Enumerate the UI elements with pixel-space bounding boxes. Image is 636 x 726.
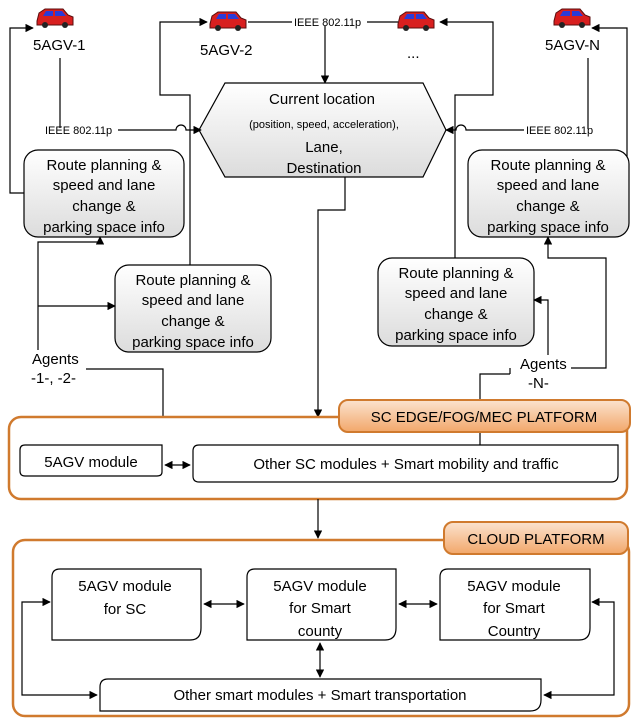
route-box-3-line-1: Route planning & — [490, 157, 605, 174]
route-box-4-line-3: change & — [424, 306, 487, 323]
route-box-1-line-4: parking space info — [43, 219, 165, 236]
ieee-label-right: IEEE 802.11p — [526, 125, 593, 137]
car-icon-2 — [209, 11, 247, 32]
route-box-3-line-3: change & — [516, 198, 579, 215]
cloud-platform-title: CLOUD PLATFORM — [467, 531, 604, 548]
vehicle-label-dots: ... — [407, 45, 420, 62]
center-line-4: Destination — [286, 160, 361, 177]
route-box-4-line-2: speed and lane — [405, 285, 508, 302]
car-icon-1 — [36, 8, 74, 29]
route-box-3-line-2: speed and lane — [497, 177, 600, 194]
route-box-3-line-4: parking space info — [487, 219, 609, 236]
vehicle-label-n: 5AGV-N — [545, 37, 600, 54]
vehicle-label-1: 5AGV-1 — [33, 37, 86, 54]
route-box-2-line-1: Route planning & — [135, 272, 250, 289]
ieee-label-left: IEEE 802.11p — [45, 125, 112, 137]
route-box-1-line-3: change & — [72, 198, 135, 215]
route-box-4-line-1: Route planning & — [398, 265, 513, 282]
cloud-platform-frame — [11, 538, 631, 718]
agents-left-numbers: -1-, -2- — [31, 370, 76, 387]
route-box-2-line-3: change & — [161, 313, 224, 330]
cloud-module-country-line-1: 5AGV module — [467, 578, 560, 595]
edge-platform-title: SC EDGE/FOG/MEC PLATFORM — [371, 409, 597, 426]
route-box-1-line-2: speed and lane — [53, 177, 156, 194]
cloud-module-county-line-1: 5AGV module — [273, 578, 366, 595]
edge-5agv-module-box — [19, 444, 163, 477]
edge-5agv-module-label: 5AGV module — [44, 454, 137, 471]
cloud-module-sc-line-2: for SC — [104, 601, 147, 618]
route-box-2-line-2: speed and lane — [142, 292, 245, 309]
cloud-module-sc-line-1: 5AGV module — [78, 578, 171, 595]
route-box-4-line-4: parking space info — [395, 327, 517, 344]
cloud-module-country-line-3: Country — [488, 623, 541, 640]
cloud-module-county — [246, 568, 397, 641]
edge-platform-tag — [338, 399, 631, 433]
car-icon-dots — [397, 11, 435, 32]
center-line-2: (position, speed, acceleration), — [249, 119, 399, 131]
center-line-1: Current location — [269, 91, 375, 108]
vehicle-label-2: 5AGV-2 — [200, 42, 253, 59]
center-line-3: Lane, — [305, 139, 343, 156]
cloud-module-country-line-2: for Smart — [483, 600, 546, 617]
car-icon-n — [553, 8, 591, 29]
cloud-module-county-line-3: county — [298, 623, 343, 640]
ieee-label-top: IEEE 802.11p — [294, 17, 361, 29]
agents-right-number: -N- — [528, 375, 549, 392]
agents-right-label: Agents — [520, 356, 567, 373]
cloud-other-modules-box — [99, 678, 542, 712]
route-box-1-line-1: Route planning & — [46, 157, 161, 174]
edge-other-modules-label: Other SC modules + Smart mobility and tr… — [253, 456, 559, 473]
cloud-module-county-line-2: for Smart — [289, 600, 352, 617]
agents-left-label: Agents — [32, 351, 79, 368]
edge-other-modules-box — [192, 444, 619, 483]
cloud-platform-tag — [443, 521, 629, 555]
cloud-other-modules-label: Other smart modules + Smart transportati… — [173, 687, 466, 704]
route-box-2-line-4: parking space info — [132, 334, 254, 351]
